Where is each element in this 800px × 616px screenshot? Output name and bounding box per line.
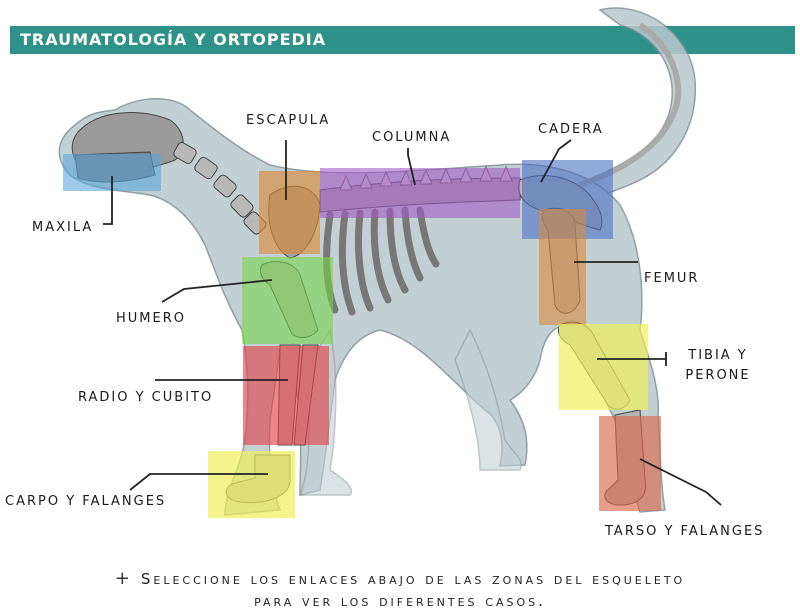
zone-humero[interactable] [242, 257, 333, 344]
label-tarso[interactable]: TARSO Y FALANGES [605, 524, 765, 539]
label-humero[interactable]: HUMERO [116, 311, 186, 326]
zone-femur[interactable] [539, 209, 586, 325]
label-tibia-line2: PERONE [685, 368, 751, 383]
page-title: TRAUMATOLOGÍA Y ORTOPEDIA [20, 30, 327, 49]
label-tibia-line1: TIBIA Y [688, 348, 748, 363]
maxila-leader [103, 176, 113, 225]
label-maxila[interactable]: MAXILA [32, 220, 94, 235]
tarso-leader [639, 458, 722, 506]
footer-text-2: para ver los diferentes casos. [254, 592, 546, 610]
zone-escapula[interactable] [259, 171, 320, 254]
cadera-leader [540, 139, 572, 183]
zone-radio[interactable] [243, 346, 329, 445]
label-columna[interactable]: COLUMNA [372, 130, 452, 145]
plus-icon: + [114, 568, 133, 589]
carpo-leader [129, 473, 268, 491]
columna-leader [407, 148, 416, 186]
footer-text-1: Seleccione los enlaces abajo de las zona… [140, 570, 686, 588]
footer-line-1: + Seleccione los enlaces abajo de las zon… [0, 568, 800, 590]
label-femur[interactable]: FEMUR [644, 271, 700, 286]
zone-tarso[interactable] [599, 416, 661, 511]
label-carpo[interactable]: CARPO Y FALANGES [5, 494, 167, 509]
label-cadera[interactable]: CADERA [538, 122, 604, 137]
zone-columna[interactable] [320, 168, 520, 218]
zone-carpo[interactable] [208, 451, 295, 518]
label-tibia[interactable]: TIBIA Y PERONE [678, 346, 758, 386]
leader-lines [103, 139, 722, 506]
label-radio[interactable]: RADIO Y CUBITO [78, 390, 214, 405]
label-escapula[interactable]: ESCAPULA [246, 113, 331, 128]
humero-leader [161, 279, 273, 303]
zone-tibia[interactable] [559, 324, 648, 410]
footer-instructions: + Seleccione los enlaces abajo de las zon… [0, 568, 800, 612]
